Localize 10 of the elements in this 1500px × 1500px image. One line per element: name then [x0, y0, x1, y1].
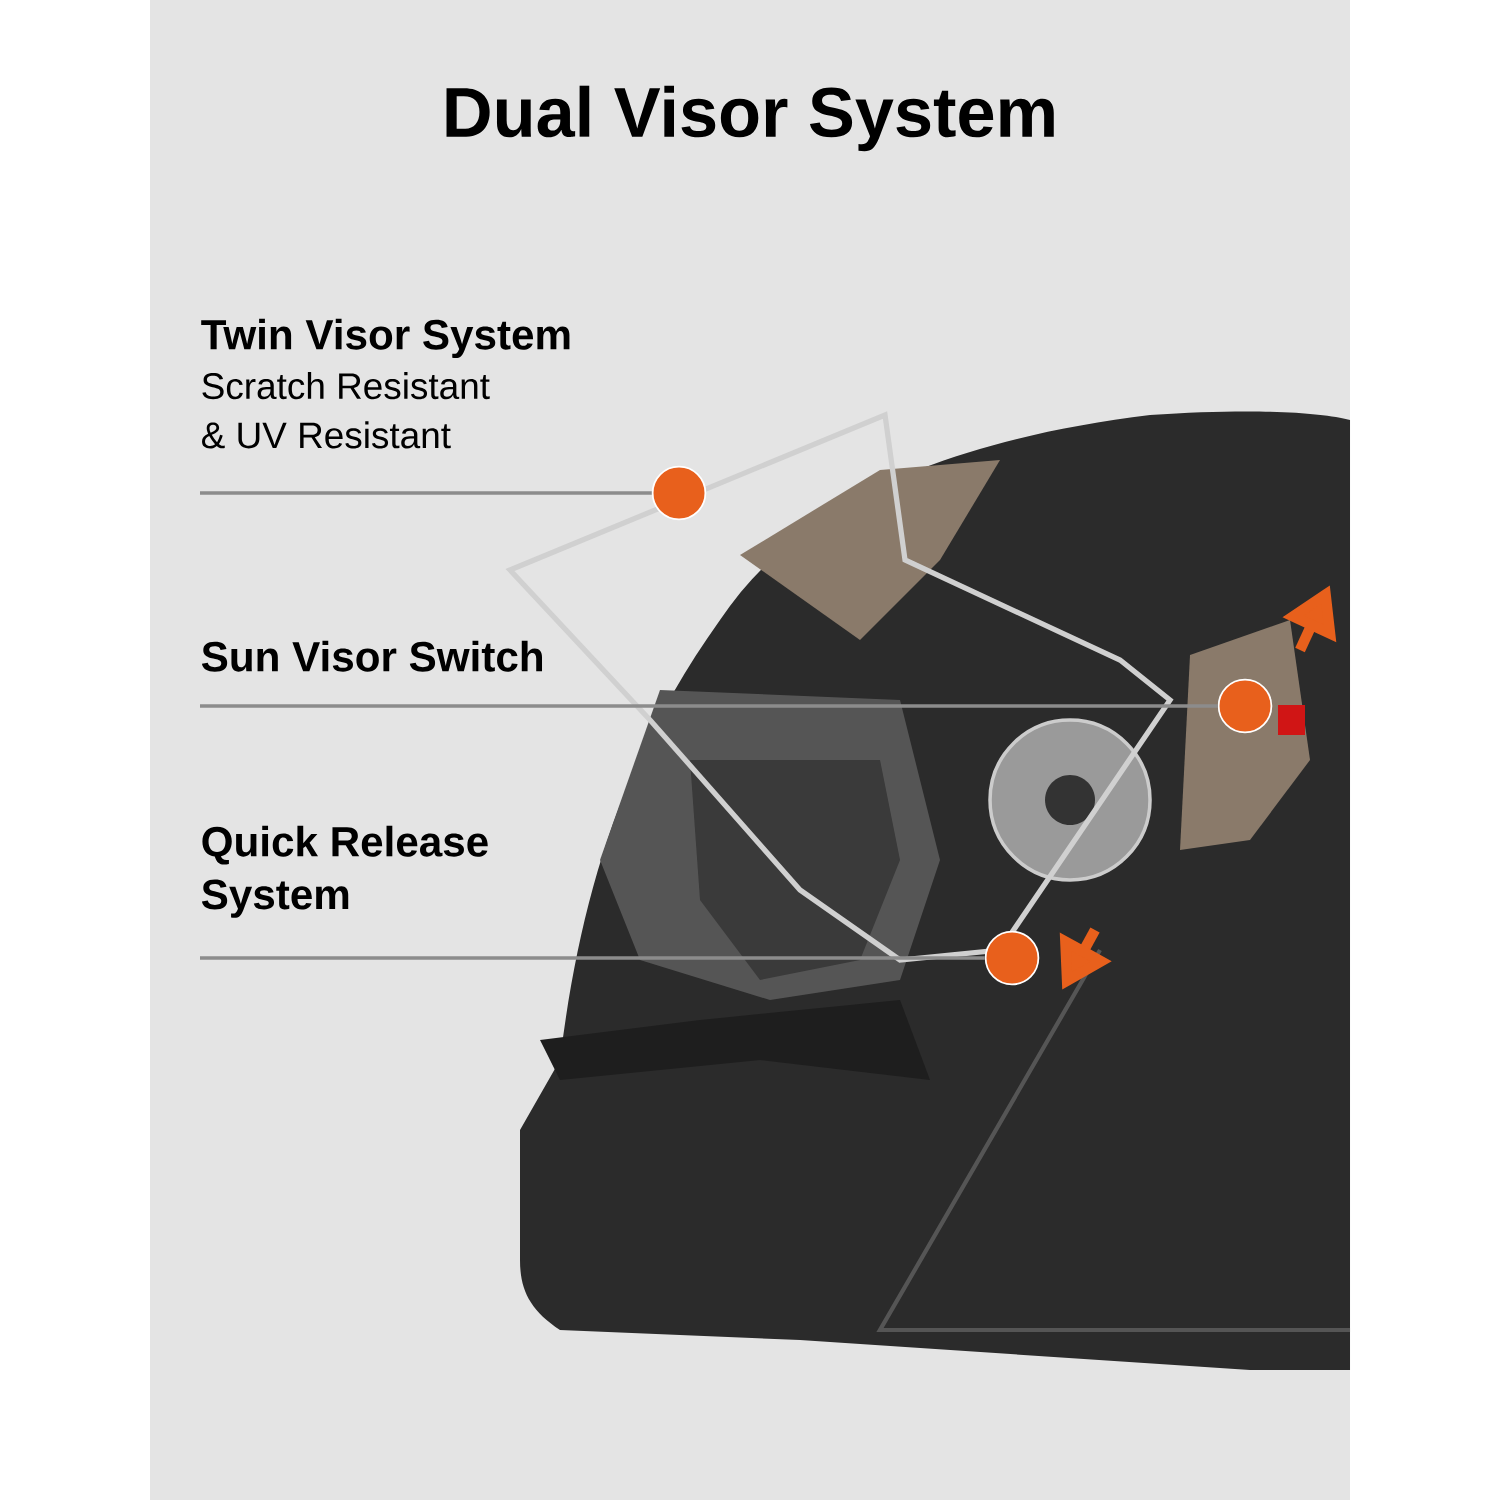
leader-line: [200, 704, 1218, 708]
leader-line: [200, 956, 985, 960]
callout-text: Sun Visor Switch: [201, 640, 542, 672]
callout-text: Twin Visor System Scratch Resistant & UV Resistant: [201, 318, 570, 449]
callout-text: Quick Release System: [201, 825, 488, 918]
marker-dot: [651, 465, 707, 521]
marker-dot: [984, 930, 1040, 986]
leader-line: [200, 491, 652, 495]
title: Dual Visor System: [446, 85, 1054, 152]
marker-dot: [1217, 678, 1273, 734]
